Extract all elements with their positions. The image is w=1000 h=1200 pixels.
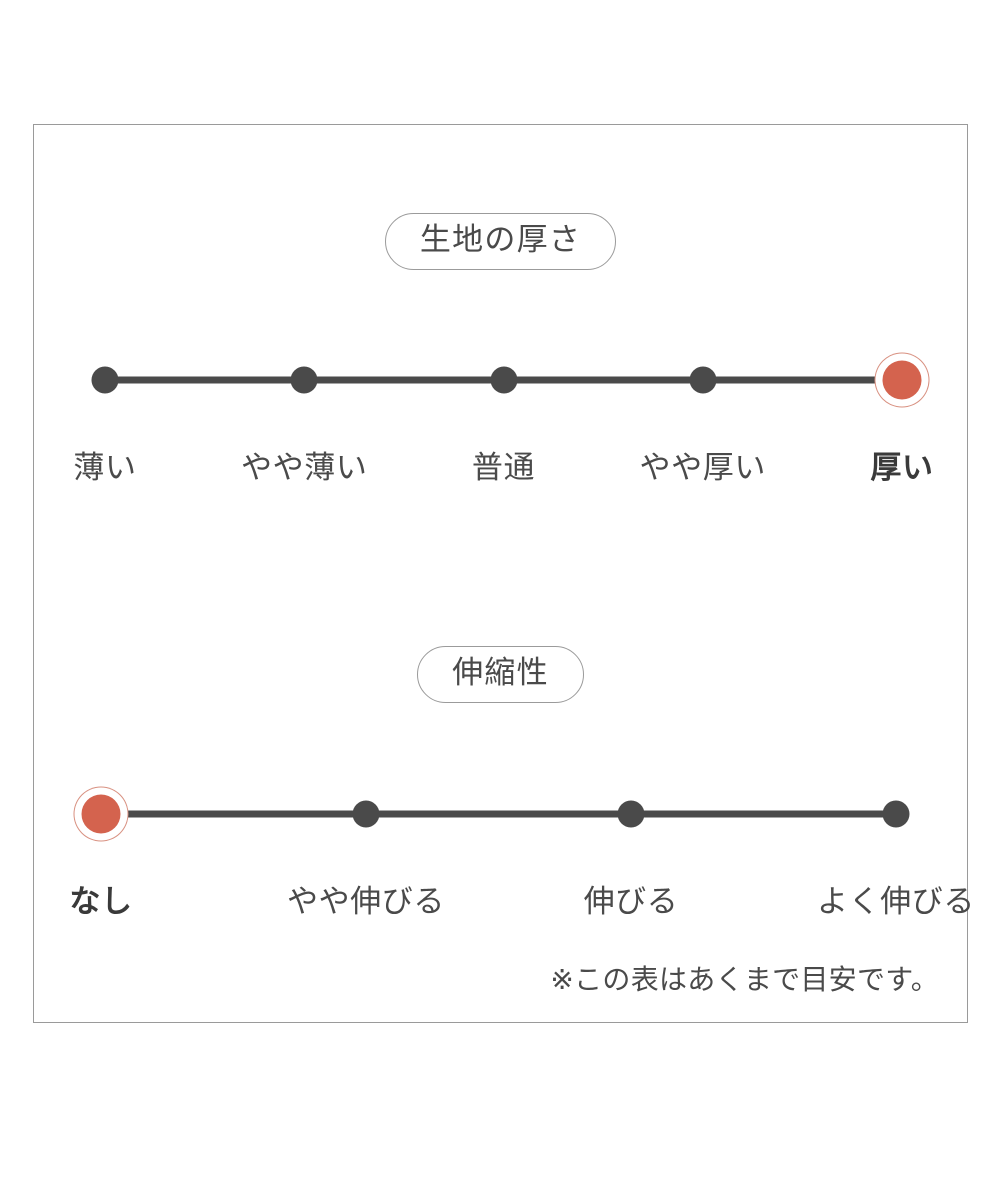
thickness-scale: 薄い やや薄い 普通 やや厚い 厚い bbox=[34, 360, 967, 520]
fabric-spec-panel: 生地の厚さ 薄い やや薄い 普通 やや厚い 厚い 伸縮性 なし やや伸びる 伸びる よく伸びる… bbox=[33, 124, 974, 1023]
stretch-label-0[interactable]: なし bbox=[69, 884, 133, 920]
section-title-thickness: 生地の厚さ bbox=[384, 213, 617, 270]
section-title-stretch: 伸縮性 bbox=[417, 646, 584, 703]
thickness-node-3[interactable] bbox=[689, 366, 717, 394]
thickness-label-3[interactable]: やや厚い bbox=[639, 450, 766, 486]
thickness-selected-dot-icon bbox=[882, 360, 922, 400]
thickness-node-4[interactable] bbox=[882, 360, 922, 400]
stretch-dot-icon bbox=[882, 800, 910, 828]
stretch-dot-icon bbox=[352, 800, 380, 828]
stretch-label-3[interactable]: よく伸びる bbox=[816, 884, 976, 920]
thickness-label-0[interactable]: 薄い bbox=[73, 450, 137, 486]
thickness-label-4[interactable]: 厚い bbox=[870, 450, 934, 486]
section-header-stretch: 伸縮性 bbox=[34, 646, 967, 703]
thickness-dot-icon bbox=[91, 366, 119, 394]
thickness-node-0[interactable] bbox=[91, 366, 119, 394]
stretch-node-2[interactable] bbox=[617, 800, 645, 828]
thickness-label-2[interactable]: 普通 bbox=[471, 450, 536, 486]
stretch-node-3[interactable] bbox=[882, 800, 910, 828]
stretch-label-2[interactable]: 伸びる bbox=[583, 884, 679, 920]
footnote-disclaimer: ※この表はあくまで目安です。 bbox=[550, 963, 939, 996]
thickness-dot-icon bbox=[290, 366, 318, 394]
stretch-label-1[interactable]: やや伸びる bbox=[286, 884, 446, 920]
stretch-node-1[interactable] bbox=[352, 800, 380, 828]
thickness-dot-icon bbox=[689, 366, 717, 394]
stretch-node-0[interactable] bbox=[81, 794, 121, 834]
stretch-scale: なし やや伸びる 伸びる よく伸びる bbox=[34, 794, 974, 954]
thickness-label-1[interactable]: やや薄い bbox=[241, 450, 368, 486]
stretch-selected-dot-icon bbox=[81, 794, 121, 834]
thickness-node-1[interactable] bbox=[290, 366, 318, 394]
thickness-node-2[interactable] bbox=[490, 366, 517, 394]
thickness-dot-icon bbox=[490, 366, 517, 394]
stretch-track bbox=[101, 810, 896, 818]
section-header-thickness: 生地の厚さ bbox=[34, 213, 967, 270]
stretch-dot-icon bbox=[617, 800, 645, 828]
